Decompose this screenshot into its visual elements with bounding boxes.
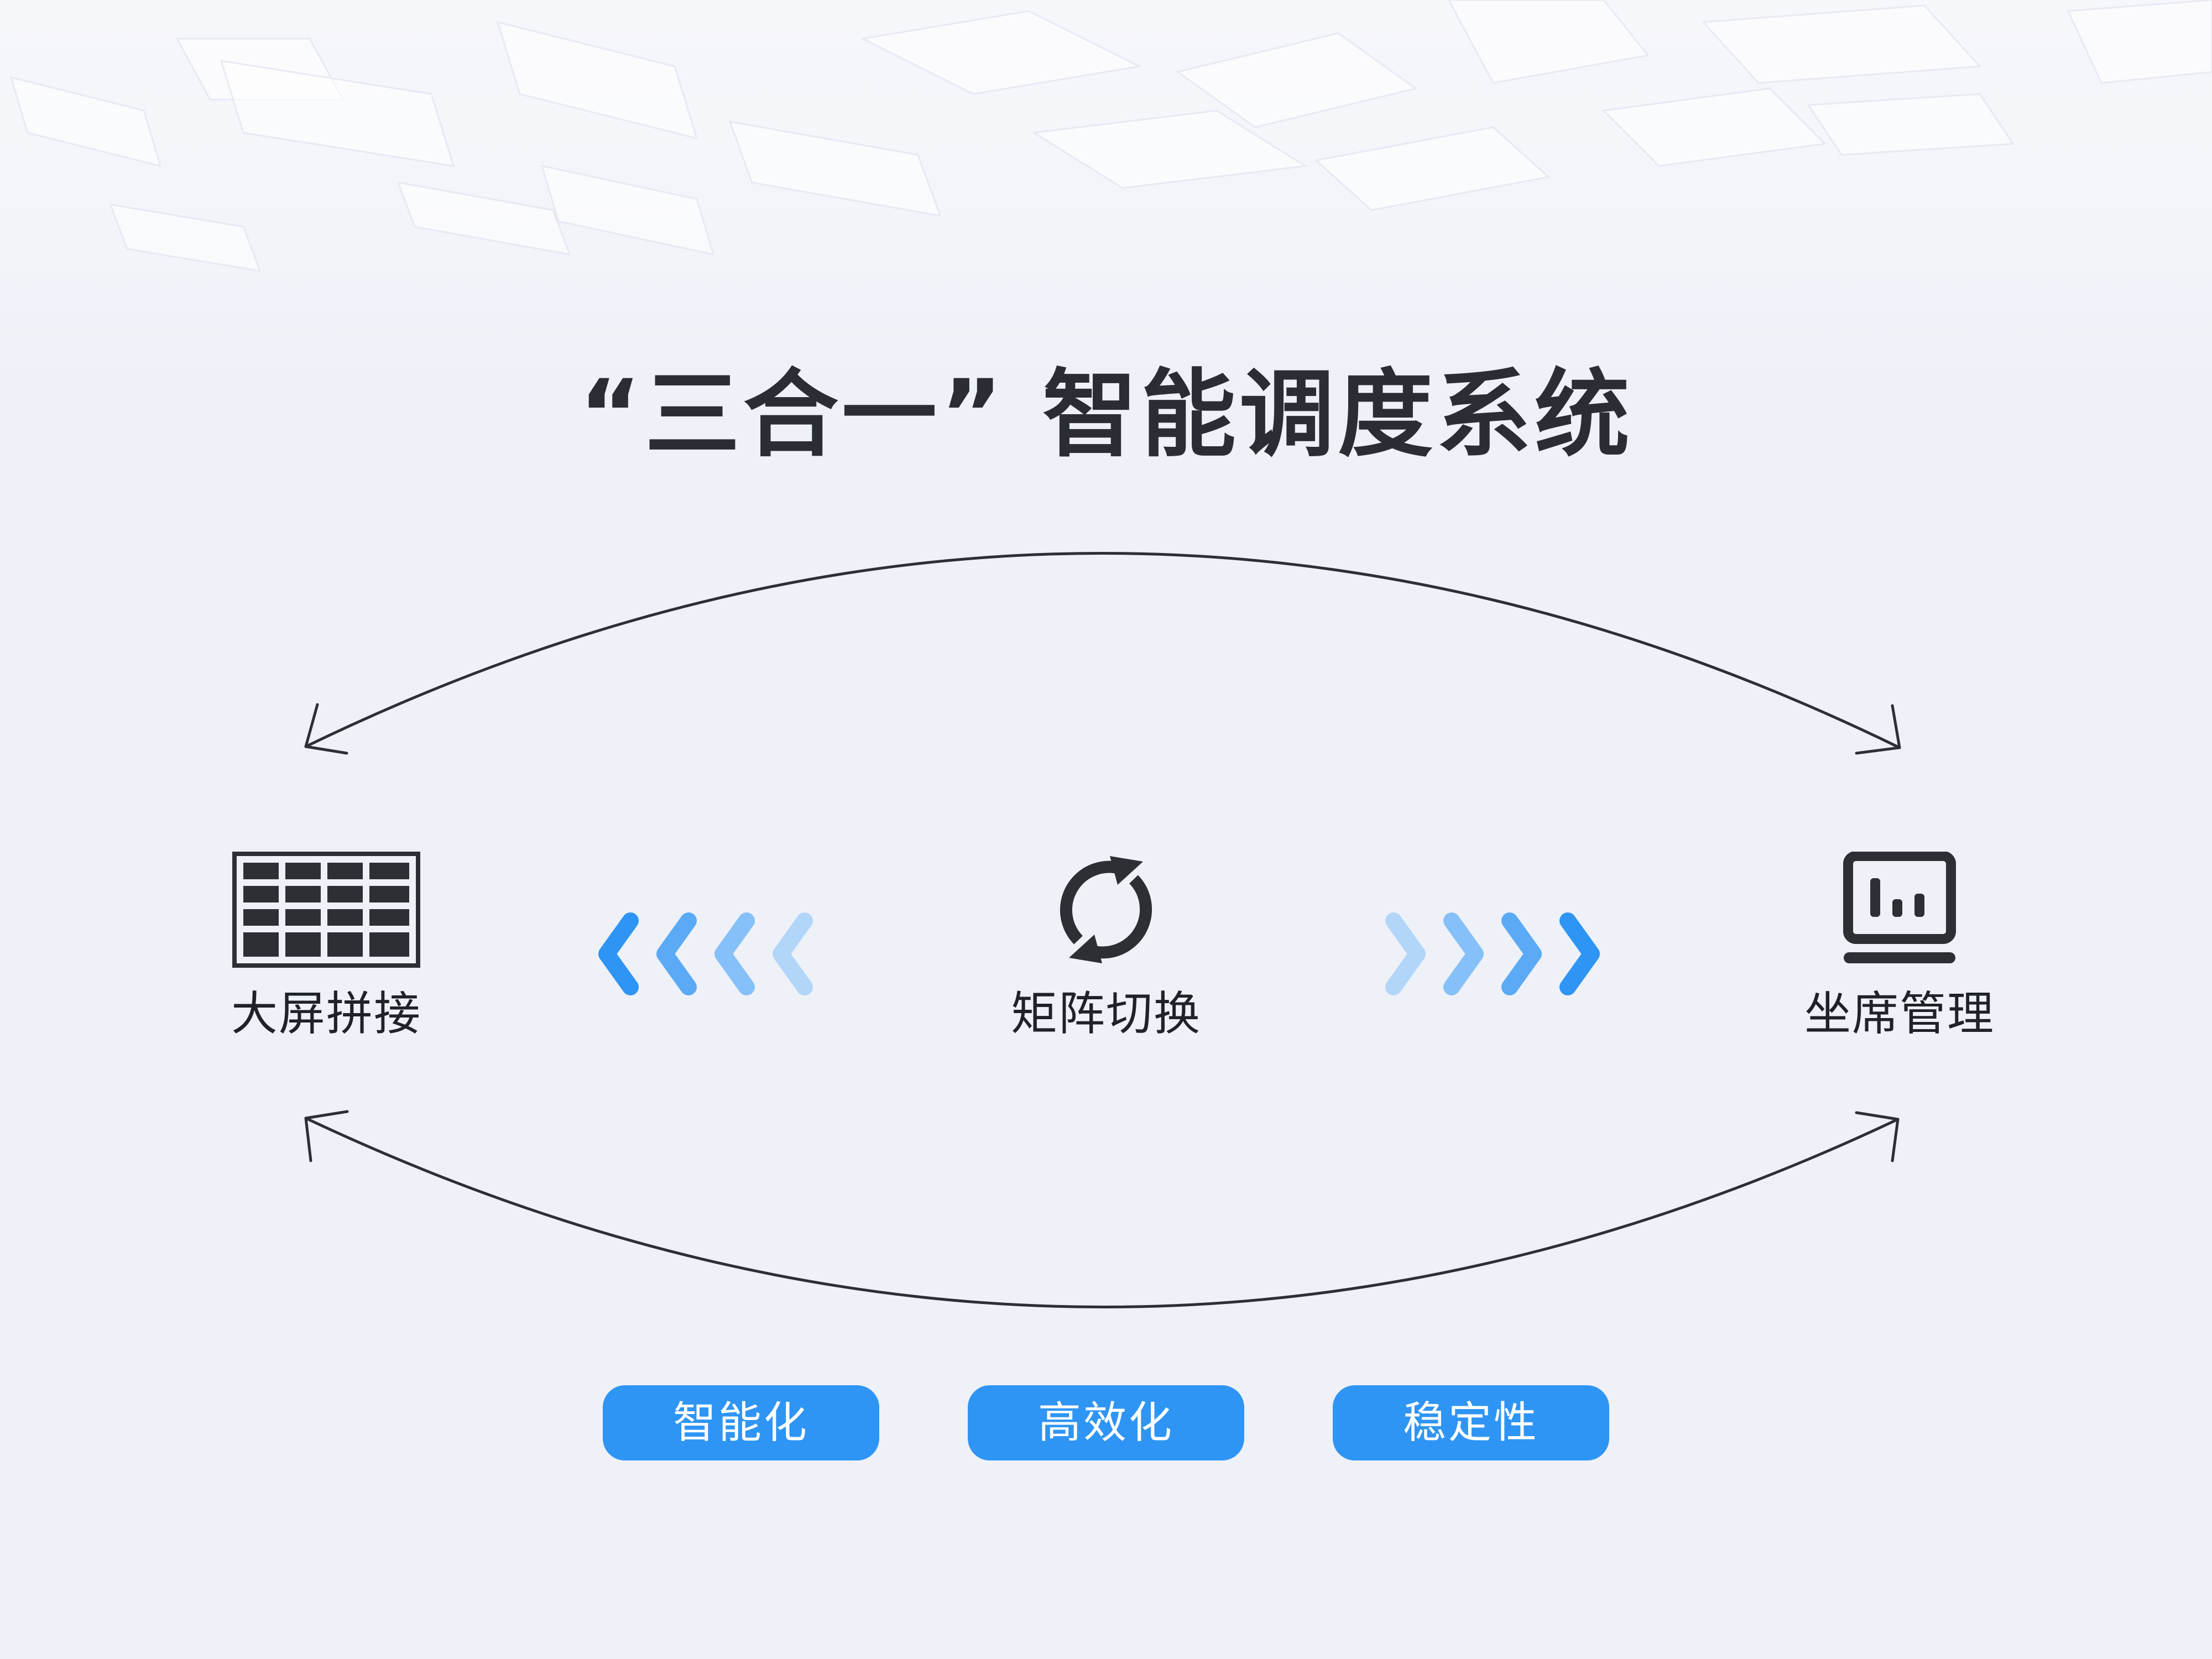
top-right-arrowhead: [1855, 704, 1901, 755]
feature-tags: 智能化 高效化 稳定性: [603, 1385, 1609, 1463]
tag-stable: 稳定性: [1333, 1385, 1609, 1460]
bottom-right-arrowhead: [1855, 1111, 1900, 1162]
chevron-left-icon: [656, 912, 697, 995]
bottom-left-arrowhead: [304, 1110, 349, 1162]
node-label-matrix-switch: 矩阵切换: [1010, 987, 1201, 1041]
decorative-tile-pattern: [9, 0, 2212, 272]
node-seat-management: 坐席管理: [1734, 852, 2065, 1044]
node-label-seat-management: 坐席管理: [1804, 987, 1995, 1041]
top-left-arrowhead: [304, 703, 348, 755]
node-video-wall: 大屏拼接: [160, 852, 492, 1044]
node-matrix-switch: 矩阵切换: [940, 852, 1272, 1044]
tag-intelligent: 智能化: [603, 1385, 879, 1460]
chevron-right-icon: [1443, 912, 1484, 995]
chevrons-left: [598, 912, 813, 995]
chevron-left-icon: [714, 912, 755, 995]
chevron-left-icon: [773, 912, 813, 995]
page-title: “三合一” 智能调度系统: [579, 359, 1633, 470]
chevron-right-icon: [1501, 912, 1542, 995]
top-arc: [304, 552, 1901, 749]
node-label-video-wall: 大屏拼接: [231, 987, 421, 1041]
chevrons-right: [1385, 912, 1600, 995]
bottom-arc: [304, 1117, 1900, 1308]
chevron-right-icon: [1385, 912, 1426, 995]
video-wall-grid-icon: [232, 852, 420, 968]
tag-efficient: 高效化: [968, 1385, 1244, 1460]
chevron-right-icon: [1559, 912, 1600, 995]
sync-refresh-icon: [1060, 856, 1152, 963]
monitor-chart-icon: [1843, 852, 1956, 963]
chevron-left-icon: [598, 912, 639, 995]
